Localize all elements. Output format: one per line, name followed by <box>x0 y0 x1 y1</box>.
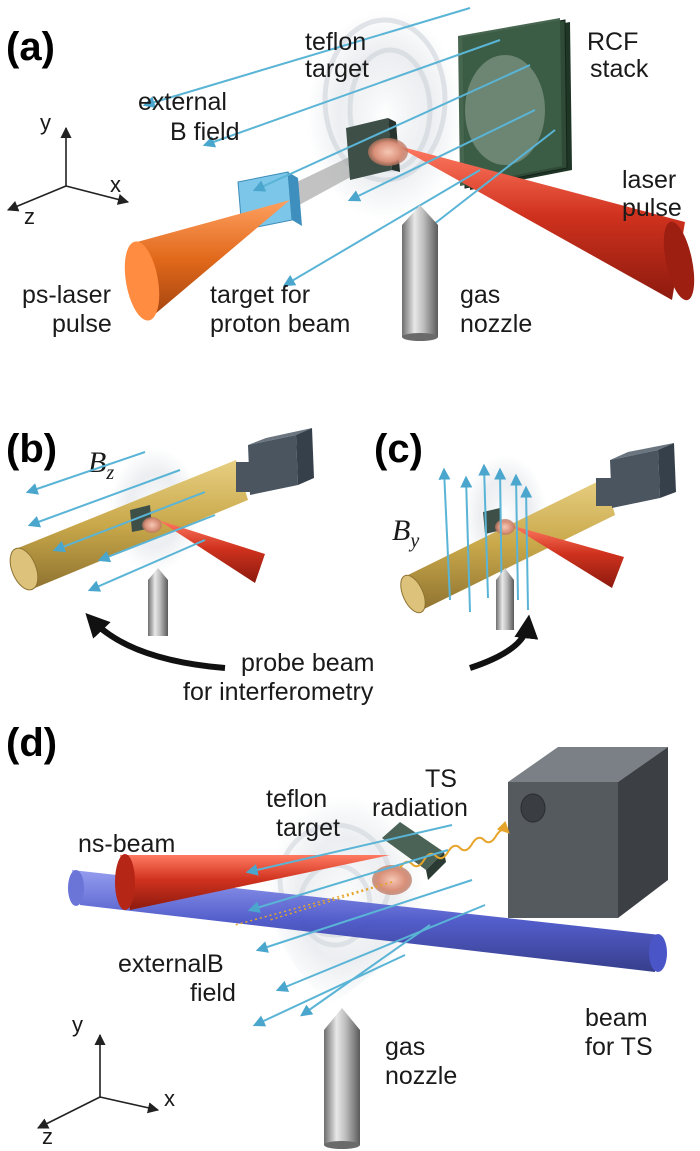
axis-y-label-d: y <box>72 1012 83 1037</box>
camera-c <box>596 443 676 508</box>
laser-b <box>158 520 265 583</box>
plasma-c <box>495 519 515 535</box>
axis-y-label: y <box>40 110 51 135</box>
camera-b <box>236 428 314 495</box>
gas-nozzle-d <box>324 1008 360 1149</box>
panel-a: (a) <box>6 7 695 341</box>
by-symbol: By <box>392 514 419 552</box>
label-ps-pulse: pulse <box>52 310 112 338</box>
label-for-interferometry: for interferometry <box>183 678 374 706</box>
axes-d <box>36 1033 160 1129</box>
label-teflon-d: teflon <box>266 785 327 813</box>
ts-detector <box>508 747 668 918</box>
label-for-ts: for TS <box>585 1033 653 1061</box>
label-field-d: field <box>190 979 236 1007</box>
label-teflon-target-d: target <box>276 814 340 842</box>
label-probe-beam: probe beam <box>241 649 374 677</box>
ts-radiation-arrow <box>399 820 510 869</box>
nozzle-c <box>496 568 514 630</box>
label-external: external <box>138 88 227 116</box>
axes-a <box>6 126 130 212</box>
laser-pulse-beam <box>395 145 695 301</box>
panel-b: (b) Bz <box>6 427 314 636</box>
label-b-field: B field <box>170 118 239 146</box>
scatter-lines <box>234 881 393 926</box>
axis-z-label: z <box>24 204 35 229</box>
bz-symbol: Bz <box>88 446 114 484</box>
gas-nozzle <box>402 205 438 341</box>
panel-label-d: (d) <box>6 721 57 765</box>
label-rcf-stack: stack <box>590 55 649 83</box>
label-beam: beam <box>585 1004 648 1032</box>
label-ts: TS <box>425 765 457 793</box>
label-ps-laser: ps-laser <box>22 281 111 309</box>
axis-x-label: x <box>110 172 121 197</box>
ps-laser-beam <box>124 200 290 321</box>
panel-c: (c) By <box>374 427 676 630</box>
label-gas-d: gas <box>385 1033 425 1061</box>
label-rcf: RCF <box>587 28 638 56</box>
label-externalb: externalB <box>118 950 224 978</box>
laser-c <box>510 525 624 588</box>
b-field-arrows-d <box>245 824 486 1027</box>
nozzle-b <box>148 568 168 636</box>
axis-x-label-d: x <box>164 1086 175 1111</box>
label-nozzle-d: nozzle <box>385 1062 457 1090</box>
label-target-for: target for <box>210 281 310 309</box>
label-teflon: teflon <box>305 28 366 56</box>
panel-label-b: (b) <box>6 427 57 471</box>
plasma-b <box>142 517 162 533</box>
axis-z-label-d: z <box>42 1124 53 1149</box>
plasma-d <box>372 865 412 895</box>
ns-beam <box>115 854 390 910</box>
b-field-arrows <box>142 7 556 287</box>
label-laser: laser <box>622 166 676 194</box>
plasma <box>368 138 408 166</box>
panel-d: (d) <box>6 721 668 1149</box>
label-nozzle: nozzle <box>460 310 532 338</box>
panel-label-c: (c) <box>374 427 423 471</box>
label-ts-radiation: radiation <box>372 794 468 822</box>
label-ns-beam: ns-beam <box>78 830 175 858</box>
rcf-stack <box>458 18 572 190</box>
ts-probe-beam <box>68 870 667 972</box>
label-proton-beam: proton beam <box>210 310 350 338</box>
label-teflon-target: target <box>305 55 369 83</box>
panel-label-a: (a) <box>6 25 55 69</box>
probe-beam-c <box>400 478 615 614</box>
probe-arrows <box>85 613 539 671</box>
label-laser-pulse: pulse <box>622 194 682 222</box>
label-gas: gas <box>460 281 500 309</box>
b-field-arrows-b <box>25 451 216 592</box>
